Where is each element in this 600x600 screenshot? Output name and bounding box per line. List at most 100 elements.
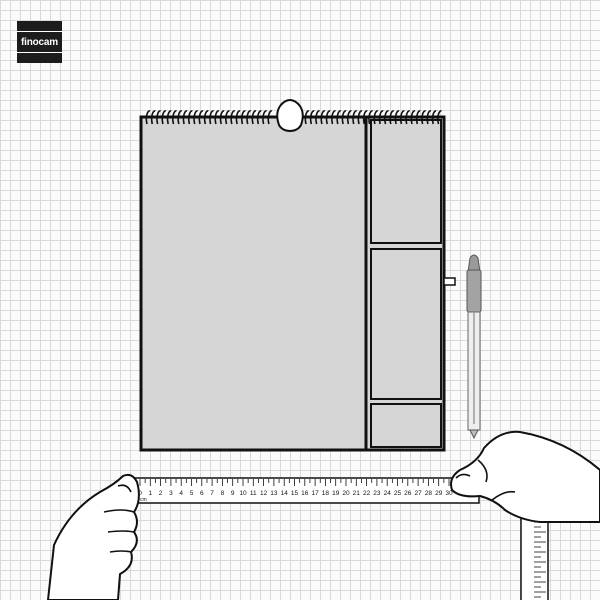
- spiral-coil: [410, 110, 416, 125]
- spiral-coil: [214, 110, 220, 125]
- ballpoint-pen: [466, 254, 482, 440]
- logo-top-rule: [17, 31, 62, 32]
- tape-label: 14: [281, 490, 289, 497]
- right-thumbnail: [455, 473, 471, 479]
- spiral-coil: [203, 110, 209, 125]
- tape-label: 3: [169, 490, 173, 497]
- spiral-coil: [437, 110, 442, 125]
- spiral-coil: [315, 110, 320, 125]
- spiral-coil: [219, 110, 225, 125]
- notes-box-top: [370, 119, 442, 244]
- logo-text: finocam: [21, 36, 58, 48]
- spiral-coil: [331, 110, 336, 125]
- spiral-coil: [378, 110, 384, 125]
- spiral-coil: [320, 110, 326, 125]
- spiral-coil: [172, 110, 177, 125]
- spiral-coil: [246, 110, 252, 125]
- spiral-coil: [399, 110, 405, 125]
- tape-label: 12: [260, 490, 268, 497]
- spiral-coil: [304, 110, 310, 125]
- spiral-coil: [341, 110, 347, 125]
- tape-label: 28: [425, 490, 433, 497]
- tape-label: 21: [353, 490, 361, 497]
- left-finger-line-3: [109, 550, 132, 553]
- pen-cap: [466, 269, 482, 313]
- spiral-coil: [357, 110, 363, 125]
- spiral-coil: [235, 110, 241, 125]
- spiral-binding: [145, 110, 442, 125]
- tape-label: 20: [342, 490, 350, 497]
- tape-label: 24: [384, 490, 392, 497]
- right-hand: [450, 430, 600, 523]
- spiral-coil: [336, 110, 342, 125]
- tape-label: 8: [221, 490, 225, 497]
- tape-label: 27: [414, 490, 422, 497]
- spiral-coil: [267, 110, 273, 125]
- spiral-coil: [325, 110, 331, 125]
- spiral-coil: [182, 110, 188, 125]
- spiral-coil: [426, 110, 432, 125]
- tape-label: 9: [231, 490, 235, 497]
- spiral-coil: [368, 110, 373, 125]
- spiral-coil: [309, 110, 315, 125]
- spiral-coil: [230, 110, 236, 125]
- right-knuckle-line: [477, 459, 488, 483]
- pen-cap-tip: [467, 254, 481, 273]
- spiral-coil: [161, 110, 167, 125]
- tape-label: 18: [322, 490, 330, 497]
- tape-label: 7: [210, 490, 214, 497]
- spiral-coil: [373, 110, 379, 125]
- finocam-logo: finocam: [17, 21, 62, 63]
- spiral-coil: [145, 110, 151, 125]
- tape-label: 17: [311, 490, 319, 497]
- spiral-coil: [352, 110, 358, 125]
- pen-holder-tab: [443, 277, 456, 286]
- spiral-coil: [209, 110, 214, 125]
- spiral-coil: [346, 110, 352, 125]
- left-hand-outline: [47, 473, 140, 600]
- right-finger-line: [491, 490, 516, 501]
- spiral-coil: [240, 110, 246, 125]
- spiral-coil: [225, 110, 230, 125]
- tape-label: 4: [179, 490, 183, 497]
- spiral-coil: [394, 110, 400, 125]
- spiral-coil: [256, 110, 262, 125]
- tape-unit-label: cm: [140, 497, 147, 503]
- pen-tip: [469, 429, 479, 440]
- hanging-hook: [276, 98, 304, 132]
- tape-label: 13: [270, 490, 278, 497]
- right-hand-outline: [450, 430, 600, 523]
- spiral-coil: [150, 110, 156, 125]
- tape-label: 25: [394, 490, 402, 497]
- tape-label: 29: [435, 490, 443, 497]
- left-finger-line-2: [107, 530, 135, 533]
- tape-label: 6: [200, 490, 204, 497]
- spiral-coil: [187, 110, 193, 125]
- spiral-coil: [389, 110, 395, 125]
- spiral-coil: [384, 110, 389, 125]
- notes-box-middle: [370, 248, 442, 400]
- tape-label: 0: [138, 490, 142, 497]
- tape-label: 11: [250, 490, 257, 497]
- left-hand: [47, 473, 140, 600]
- notes-box-bottom: [370, 403, 442, 448]
- logo-bottom-rule: [17, 52, 62, 53]
- tape-label: 30: [445, 490, 453, 497]
- tape-label: 22: [363, 490, 371, 497]
- tape-label: 15: [291, 490, 299, 497]
- left-thumbnail: [117, 484, 132, 493]
- spiral-coil: [421, 110, 426, 125]
- vertical-ruler-body: [520, 516, 549, 600]
- spiral-coil: [362, 110, 368, 125]
- spiral-coil: [262, 110, 267, 125]
- tape-label: 2: [159, 490, 163, 497]
- spiral-coil: [177, 110, 183, 125]
- left-finger-line-1: [103, 509, 135, 513]
- tape-label: 26: [404, 490, 412, 497]
- tape-label: 19: [332, 490, 340, 497]
- wall-calendar: [139, 98, 456, 452]
- spiral-coil: [198, 110, 204, 125]
